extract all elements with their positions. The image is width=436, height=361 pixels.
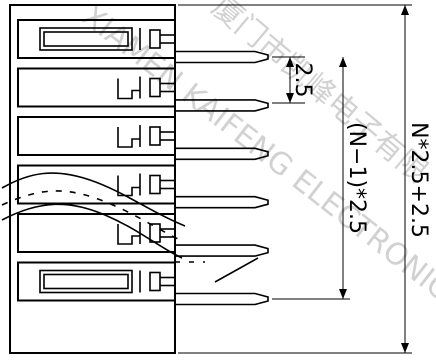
module-6: [17, 261, 176, 302]
module-cell: [17, 67, 176, 108]
module-2: [17, 67, 176, 108]
contact-profile: [117, 224, 140, 245]
pin-body: [175, 195, 269, 209]
contact-block: [149, 126, 161, 146]
pin-body: [175, 292, 269, 306]
connector-pins: [175, 50, 269, 306]
pin-6: [175, 292, 269, 306]
connector-modules: [17, 19, 176, 302]
pitch-dimension: 2.5: [272, 56, 315, 104]
latch-inner: [43, 31, 129, 47]
pin-2: [175, 99, 269, 112]
module-5: [17, 213, 176, 253]
inner-span-dimension: (N−1)*2.5: [272, 57, 369, 300]
module-cell: [17, 116, 176, 156]
pin-1: [175, 50, 269, 64]
module-4: [17, 164, 176, 205]
contact-block: [149, 271, 161, 292]
pin-body: [175, 244, 269, 257]
latch-slot: [39, 27, 133, 51]
inner-span-label: (N−1)*2.5: [344, 122, 369, 234]
contact-profile: [117, 127, 140, 148]
watermark-chinese: 厦门市凯峰电子有限: [205, 0, 434, 190]
overall-span-dimension: N*2.5+2.5: [178, 4, 431, 354]
contact-block: [149, 223, 161, 243]
contact-block: [149, 174, 161, 195]
module-cell: [17, 19, 176, 59]
module-cell: [17, 261, 176, 302]
module-cell: [17, 164, 176, 205]
contact-profile: [117, 78, 140, 100]
break-symbol: [1, 172, 259, 283]
contact-profile: [117, 175, 140, 197]
module-cell: [17, 213, 176, 253]
pin-3: [175, 147, 269, 161]
contact-block: [149, 77, 161, 98]
module-3: [17, 116, 176, 156]
latch-slot: [39, 269, 133, 294]
pitch-label: 2.5: [290, 63, 315, 98]
pin-4: [175, 195, 269, 209]
contact-block: [149, 29, 161, 49]
pin-body: [175, 99, 269, 112]
latch-inner: [43, 273, 129, 290]
pin-5: [175, 244, 269, 257]
pin-body: [175, 50, 269, 64]
pin-body: [175, 147, 269, 161]
module-1: [17, 19, 176, 59]
overall-span-label: N*2.5+2.5: [406, 122, 431, 238]
